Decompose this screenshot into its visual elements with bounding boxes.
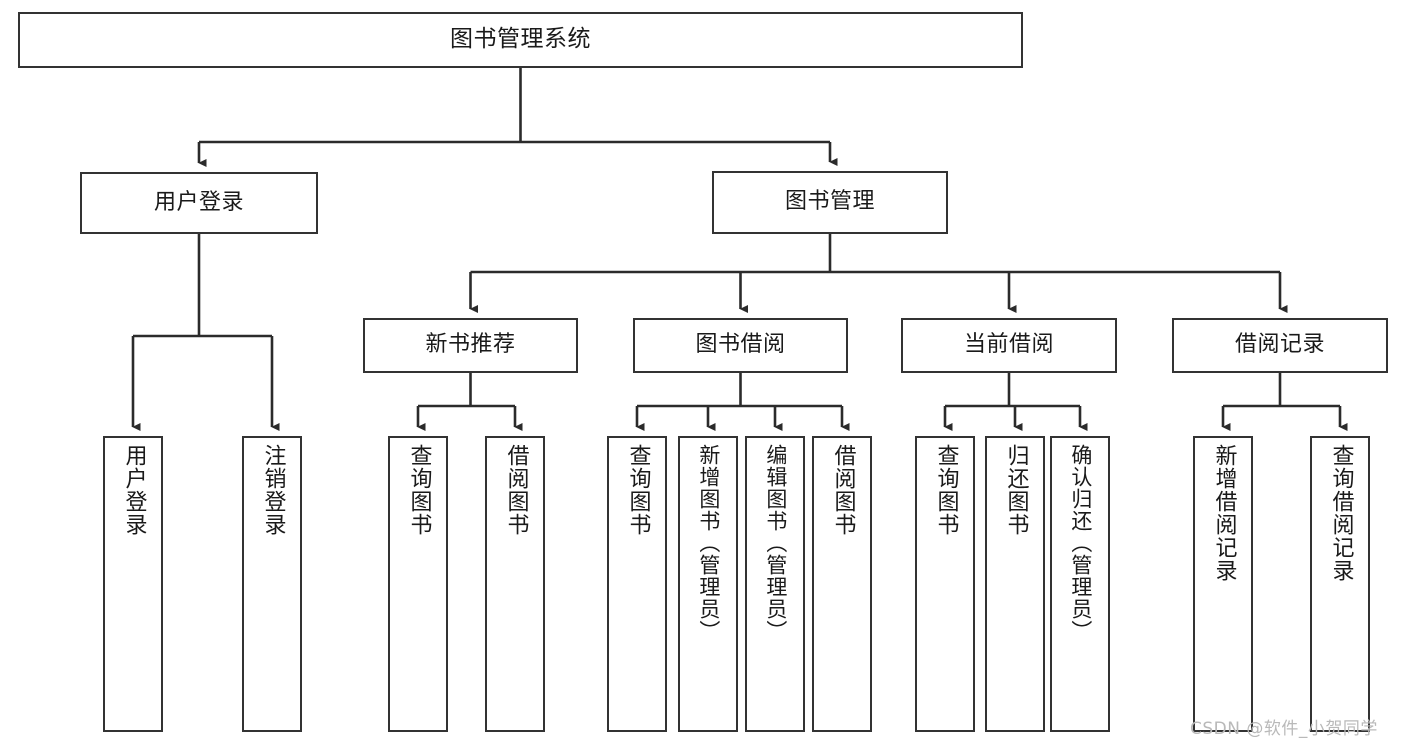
node-leaf-return-book-label: 归还图书 bbox=[1003, 444, 1029, 536]
node-leaf-query-book-cur[interactable]: 查询图书 bbox=[915, 436, 975, 732]
csdn-watermark: CSDN @软件_小贺同学 bbox=[1190, 719, 1378, 739]
node-leaf-return-book[interactable]: 归还图书 bbox=[985, 436, 1045, 732]
node-leaf-add-record[interactable]: 新增借阅记录 bbox=[1193, 436, 1253, 732]
node-leaf-add-record-label: 新增借阅记录 bbox=[1211, 444, 1237, 582]
node-book-borrow[interactable]: 图书借阅 bbox=[633, 318, 848, 373]
node-leaf-user-login-label: 用户登录 bbox=[121, 444, 147, 536]
node-leaf-query-record-label: 查询借阅记录 bbox=[1328, 444, 1354, 582]
node-leaf-confirm-return-label: 确认归还（管理员） bbox=[1068, 444, 1093, 642]
node-leaf-query-record[interactable]: 查询借阅记录 bbox=[1310, 436, 1370, 732]
connector-edges bbox=[131, 68, 1348, 432]
node-leaf-user-login[interactable]: 用户登录 bbox=[103, 436, 163, 732]
node-leaf-confirm-return[interactable]: 确认归还（管理员） bbox=[1050, 436, 1110, 732]
node-book-manage[interactable]: 图书管理 bbox=[712, 171, 948, 234]
node-leaf-query-book-rec[interactable]: 查询图书 bbox=[388, 436, 448, 732]
node-leaf-edit-book[interactable]: 编辑图书（管理员） bbox=[745, 436, 805, 732]
node-book-manage-label: 图书管理 bbox=[784, 189, 875, 215]
node-leaf-borrow-book-label: 借阅图书 bbox=[830, 444, 856, 536]
node-leaf-borrow-book-rec-label: 借阅图书 bbox=[503, 444, 529, 536]
node-leaf-add-book[interactable]: 新增图书（管理员） bbox=[678, 436, 738, 732]
node-leaf-query-book-borrow-label: 查询图书 bbox=[625, 444, 651, 536]
node-leaf-edit-book-label: 编辑图书（管理员） bbox=[763, 444, 788, 642]
node-leaf-borrow-book-rec[interactable]: 借阅图书 bbox=[485, 436, 545, 732]
node-leaf-add-book-label: 新增图书（管理员） bbox=[696, 444, 721, 642]
node-leaf-query-book-cur-label: 查询图书 bbox=[933, 444, 959, 536]
node-leaf-query-book-borrow[interactable]: 查询图书 bbox=[607, 436, 667, 732]
node-user-login[interactable]: 用户登录 bbox=[80, 172, 318, 234]
node-leaf-borrow-book[interactable]: 借阅图书 bbox=[812, 436, 872, 732]
node-user-login-label: 用户登录 bbox=[153, 189, 244, 215]
node-leaf-user-logout[interactable]: 注销登录 bbox=[242, 436, 302, 732]
node-root-label: 图书管理系统 bbox=[450, 26, 591, 53]
node-borrow-record-label: 借阅记录 bbox=[1234, 332, 1325, 358]
node-root[interactable]: 图书管理系统 bbox=[18, 12, 1023, 68]
node-new-book-rec[interactable]: 新书推荐 bbox=[363, 318, 578, 373]
node-leaf-user-logout-label: 注销登录 bbox=[260, 444, 286, 536]
node-book-borrow-label: 图书借阅 bbox=[695, 332, 786, 358]
node-current-borrow[interactable]: 当前借阅 bbox=[901, 318, 1117, 373]
node-current-borrow-label: 当前借阅 bbox=[963, 332, 1054, 358]
node-borrow-record[interactable]: 借阅记录 bbox=[1172, 318, 1388, 373]
node-leaf-query-book-rec-label: 查询图书 bbox=[406, 444, 432, 536]
node-new-book-rec-label: 新书推荐 bbox=[425, 332, 516, 358]
